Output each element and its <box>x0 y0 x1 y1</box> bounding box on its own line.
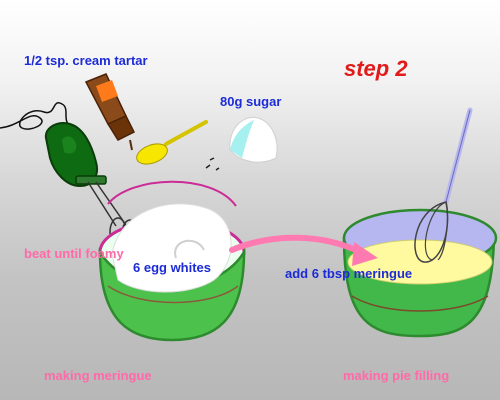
making-meringue-label: making meringue <box>44 368 152 383</box>
beat-label: beat until foamy <box>24 246 124 261</box>
cream-tartar-bottle-icon <box>84 73 136 151</box>
whisk-icon <box>414 107 473 263</box>
add-meringue-label: add 6 tbsp meringue <box>285 266 413 281</box>
meringue-bowl <box>98 180 246 342</box>
sugar-pile-icon <box>205 116 278 171</box>
egg-whites-label: 6 egg whites <box>133 260 212 275</box>
cream-tartar-label: 1/2 tsp. cream tartar <box>24 53 148 68</box>
hand-mixer-icon <box>44 122 139 249</box>
sugar-label: 80g sugar <box>220 94 282 109</box>
pie-filling-bowl <box>342 208 498 338</box>
measuring-spoon-icon <box>136 120 208 165</box>
transfer-arrow <box>229 234 378 266</box>
step-title: step 2 <box>344 56 408 81</box>
mixer-cord <box>0 102 71 130</box>
making-pie-filling-label: making pie filling <box>343 368 450 383</box>
